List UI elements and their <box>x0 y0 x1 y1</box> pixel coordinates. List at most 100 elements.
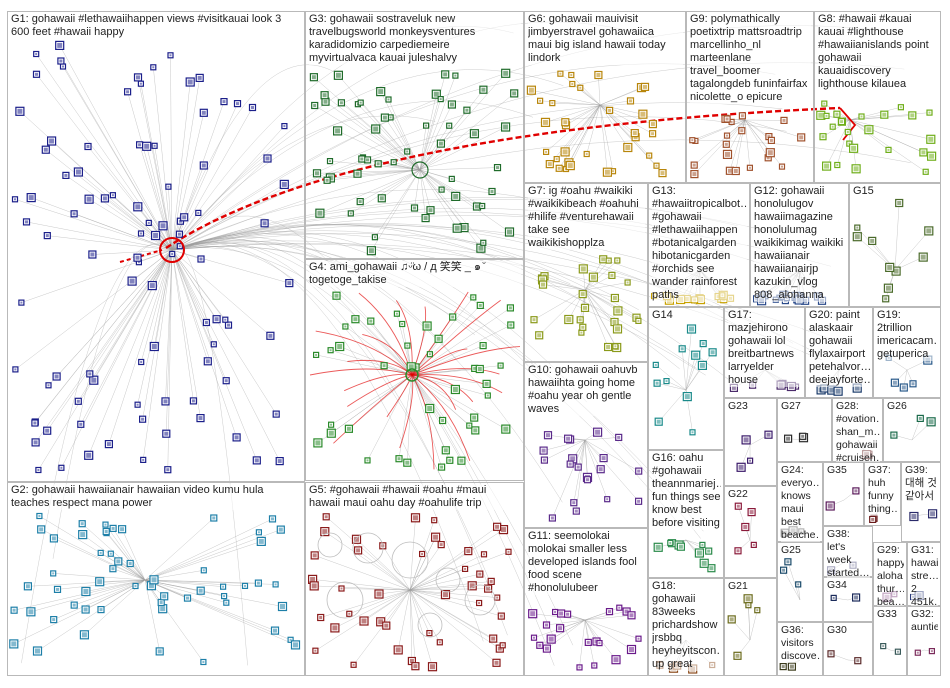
edge-g14 <box>685 328 692 391</box>
edge-g8 <box>849 119 924 153</box>
node-avatar-g6 <box>640 111 646 117</box>
edge-g3 <box>390 117 421 171</box>
edge-g16 <box>685 539 709 552</box>
edge-g1 <box>34 249 173 424</box>
node-avatar-g2 <box>273 628 277 633</box>
node-avatar-g6 <box>563 120 568 125</box>
edge-g15 <box>894 202 900 271</box>
node-avatar-g35 <box>827 503 833 509</box>
node-avatar-g10 <box>606 498 609 501</box>
edge-g11 <box>584 611 627 621</box>
edge-g1 <box>168 186 173 251</box>
node-avatar-g8 <box>887 148 890 151</box>
node-avatar-g3 <box>406 150 409 153</box>
group-box-g6: G6: gohawaii mauivisit jimbyerstravel go… <box>524 11 686 183</box>
node-avatar-g11 <box>629 647 634 652</box>
node-avatar-g4 <box>472 415 477 420</box>
node-avatar-g10 <box>572 501 576 505</box>
edge-g8 <box>849 119 889 151</box>
edge-g3 <box>419 94 437 171</box>
edge-g6 <box>599 104 636 138</box>
node-avatar-g1 <box>178 245 181 248</box>
node-avatar-g2 <box>109 552 112 555</box>
edge-g25 <box>783 570 801 601</box>
group-label-g16: G16: oahu #gohawaii theannmariej… fun th… <box>652 452 721 530</box>
edge-g5 <box>409 554 485 591</box>
node-avatar-g9 <box>692 163 696 167</box>
node-avatar-g11 <box>608 610 611 614</box>
group-label-g19: G19: 2trillion imericacam… getuperica <box>877 309 938 361</box>
node-avatar-g9 <box>766 156 770 160</box>
edge-g3 <box>419 169 431 211</box>
node-avatar-g23 <box>749 459 752 462</box>
node-avatar-g2 <box>35 648 40 654</box>
edge-g6 <box>545 104 601 123</box>
edge-g5 <box>409 573 480 591</box>
node-avatar-g5 <box>495 524 500 529</box>
node-avatar-g10 <box>541 448 546 453</box>
node-avatar-g3 <box>482 241 485 244</box>
node-avatar-g4 <box>484 381 489 386</box>
node-avatar-g10 <box>586 478 589 482</box>
node-avatar-g1 <box>111 194 114 197</box>
node-avatar-g36 <box>781 665 785 669</box>
node-avatar-g15 <box>884 297 888 301</box>
group-label-g7: G7: ig #oahu #waikiki #waikikibeach #oah… <box>528 185 645 250</box>
highlighted-edge-g4 <box>411 291 469 376</box>
node-avatar-g1 <box>37 469 40 471</box>
node-avatar-g5 <box>438 641 441 644</box>
group-box-g11: G11: seemolokai molokai smaller less dev… <box>524 528 648 676</box>
node-avatar-g1 <box>153 144 156 147</box>
inter-group-edge <box>171 224 735 385</box>
edge-g1 <box>171 249 258 461</box>
node-avatar-g6 <box>567 163 573 169</box>
edge-g1 <box>137 249 173 258</box>
node-avatar-g6 <box>604 169 610 175</box>
edge-g7 <box>584 289 609 348</box>
edge-g6 <box>599 100 631 106</box>
node-avatar-g2 <box>72 603 76 607</box>
node-avatar-g11 <box>637 637 640 640</box>
node-avatar-g9 <box>694 139 697 142</box>
inter-group-edge <box>171 242 701 539</box>
node-avatar-g9 <box>767 150 773 156</box>
node-avatar-g39 <box>911 514 917 519</box>
edge-g3 <box>419 99 441 171</box>
edge-g6 <box>545 104 601 153</box>
edge-g9 <box>744 119 783 167</box>
highlighted-edge-g4 <box>411 374 471 461</box>
node-avatar-g2 <box>99 551 102 554</box>
edge-g2 <box>84 579 146 635</box>
node-avatar-g32 <box>916 651 919 654</box>
edge-g6 <box>599 104 635 134</box>
node-avatar-g4 <box>473 366 477 370</box>
node-avatar-g4 <box>397 457 401 461</box>
edge-g21 <box>748 605 751 641</box>
node-avatar-g5 <box>466 549 471 554</box>
node-avatar-g3 <box>438 141 443 146</box>
group-label-g1: G1: gohawaii #lethawaiihappen views #vis… <box>11 13 302 39</box>
edge-g5 <box>409 589 497 663</box>
node-avatar-g3 <box>433 91 439 97</box>
edge-g11 <box>584 619 589 643</box>
edge-g11 <box>584 619 639 639</box>
node-avatar-g4 <box>448 458 452 462</box>
node-avatar-g8 <box>831 125 834 128</box>
node-avatar-g4 <box>315 353 318 356</box>
node-avatar-g5 <box>464 567 467 570</box>
group-label-g39: G39: 대해 것 같아서 <box>905 464 938 503</box>
inter-group-edge <box>171 247 248 666</box>
node-avatar-g7 <box>580 266 586 272</box>
node-avatar-g7 <box>537 333 542 338</box>
node-avatar-g4 <box>406 344 409 347</box>
edge-g5 <box>409 589 502 617</box>
node-avatar-g1 <box>236 102 239 106</box>
node-avatar-g2 <box>11 641 17 647</box>
node-avatar-g21 <box>745 596 751 602</box>
node-avatar-g1 <box>140 361 143 363</box>
edge-g10 <box>573 439 586 503</box>
node-avatar-g16 <box>655 544 661 550</box>
group-label-g14: G14 <box>652 309 721 322</box>
node-avatar-g39 <box>930 511 936 517</box>
node-avatar-g1 <box>102 196 107 201</box>
